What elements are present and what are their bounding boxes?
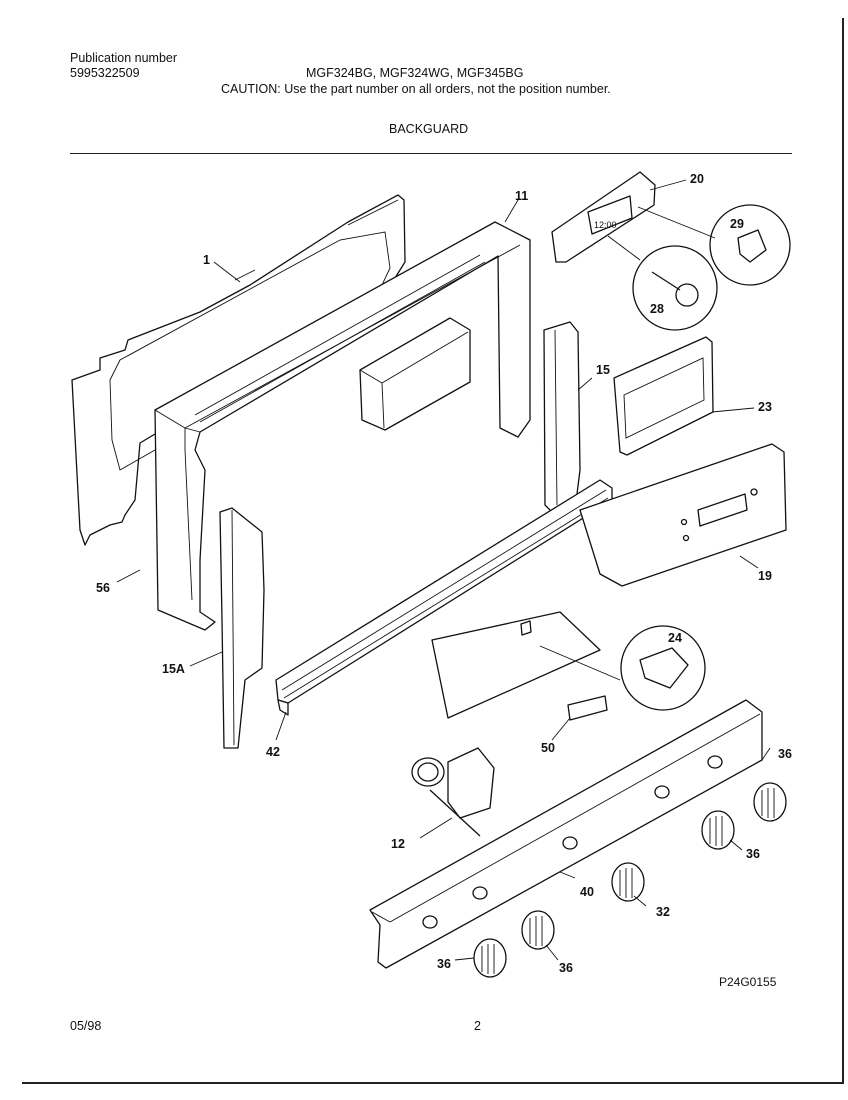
callout-36-left: 36 xyxy=(437,957,451,971)
inset-circle-28 xyxy=(632,245,718,331)
model-numbers: MGF324BG, MGF324WG, MGF345BG xyxy=(306,66,524,80)
callout-36-right: 36 xyxy=(746,847,760,861)
clock-timer-part: 12:00 xyxy=(551,171,656,263)
inset-circle-29 xyxy=(709,204,791,286)
callout-32: 32 xyxy=(656,905,670,919)
manifold-panel-part xyxy=(369,699,763,969)
knob-36-left xyxy=(473,938,507,978)
callout-56: 56 xyxy=(96,581,110,595)
caution-note: CAUTION: Use the part number on all orde… xyxy=(221,82,611,96)
window-bracket-part xyxy=(613,336,714,456)
header-divider xyxy=(70,153,792,154)
publication-number: 5995322509 xyxy=(70,66,140,80)
callout-23: 23 xyxy=(758,400,772,414)
backguard-frame-part xyxy=(154,221,531,631)
revision-date: 05/98 xyxy=(70,1019,102,1033)
callout-leader-lines xyxy=(116,179,771,961)
callout-19: 19 xyxy=(758,569,772,583)
section-title: BACKGUARD xyxy=(389,122,469,136)
side-bracket-parts xyxy=(219,321,581,749)
callout-11: 11 xyxy=(515,189,528,203)
callout-28: 28 xyxy=(650,302,664,316)
callout-42: 42 xyxy=(266,745,280,759)
inset-circle-24 xyxy=(620,625,706,711)
page-frame xyxy=(22,18,844,1084)
callout-40: 40 xyxy=(580,885,594,899)
callout-1: 1 xyxy=(203,253,210,267)
callout-15a: 15A xyxy=(162,662,185,676)
callout-50: 50 xyxy=(541,741,555,755)
publication-label: Publication number xyxy=(70,51,178,65)
control-panel-part xyxy=(579,443,787,587)
knob-32 xyxy=(611,862,645,902)
callout-15: 15 xyxy=(596,363,610,377)
callout-12: 12 xyxy=(391,837,405,851)
callout-20: 20 xyxy=(690,172,704,186)
page-number: 2 xyxy=(474,1019,481,1033)
callout-36-top: 36 xyxy=(778,747,792,761)
clock-display-readout: 12:00 xyxy=(594,220,617,230)
lower-panel-part xyxy=(431,611,608,721)
callout-29: 29 xyxy=(730,217,744,231)
drawing-code: P24G0155 xyxy=(719,975,777,989)
knob-36-center xyxy=(521,910,555,950)
callout-24: 24 xyxy=(668,631,682,645)
callout-labels: 1 11 20 29 28 15 23 19 56 15A 42 24 50 3… xyxy=(96,172,792,975)
knob-36-right-upper xyxy=(753,782,787,822)
knob-36-right-lower xyxy=(701,810,735,850)
thermostat-part xyxy=(411,747,495,837)
callout-36-center: 36 xyxy=(559,961,573,975)
burner-knobs xyxy=(473,782,787,978)
